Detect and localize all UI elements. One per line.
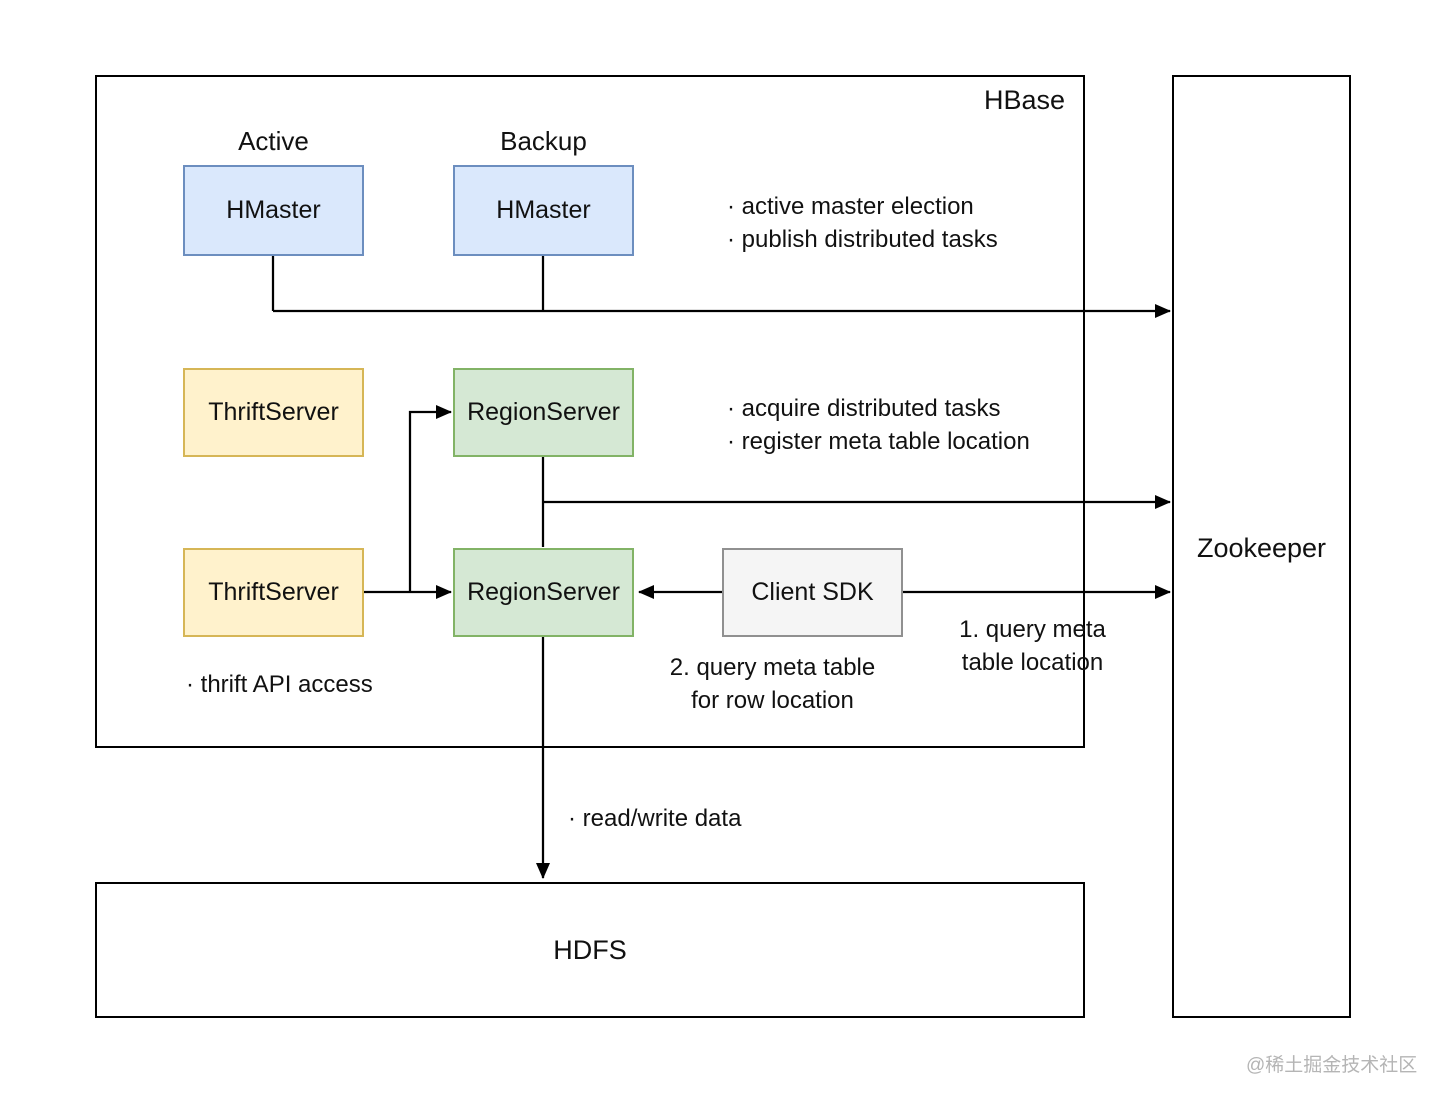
annotation-query-meta-row: 2. query meta table for row location	[640, 651, 905, 717]
annotation-line: · publish distributed tasks	[727, 226, 998, 253]
backup-caption: Backup	[500, 126, 587, 156]
annotation-read-write: · read/write data	[568, 805, 742, 832]
hmaster-active-node: HMaster	[183, 165, 364, 256]
hmaster-backup-node: HMaster	[453, 165, 634, 256]
thriftserver-2-node: ThriftServer	[183, 548, 364, 637]
annotation-line: for row location	[691, 687, 854, 714]
client-sdk-node: Client SDK	[722, 548, 903, 637]
annotation-line: 1. query meta	[959, 616, 1106, 643]
hdfs-label: HDFS	[553, 934, 627, 965]
annotation-line: 2. query meta table	[669, 654, 876, 681]
edge-thrift-branch-to-regionserver1	[408, 405, 452, 592]
active-caption: Active	[238, 126, 309, 156]
watermark: @稀土掘金技术社区	[1246, 1055, 1418, 1076]
annotation-query-meta-location: 1. query meta table location	[930, 613, 1135, 679]
thriftserver-1-node: ThriftServer	[183, 368, 364, 457]
annotation-line: · register meta table location	[727, 428, 1030, 455]
regionserver-1-node: RegionServer	[453, 368, 634, 457]
hdfs-container: HDFS	[95, 882, 1085, 1018]
annotation-line: · active master election	[727, 193, 974, 220]
zookeeper-label: Zookeeper	[1196, 533, 1327, 563]
annotation-line: · acquire distributed tasks	[727, 395, 1001, 422]
annotation-master-tasks: · active master election · publish distr…	[727, 190, 998, 256]
regionserver-2-node: RegionServer	[453, 548, 634, 637]
annotation-region-tasks: · acquire distributed tasks · register m…	[727, 392, 1030, 458]
annotation-line: table location	[961, 649, 1104, 676]
annotation-thrift-api: · thrift API access	[186, 671, 373, 698]
zookeeper-container: Zookeeper	[1172, 75, 1351, 1018]
hbase-label: HBase	[983, 85, 1065, 115]
